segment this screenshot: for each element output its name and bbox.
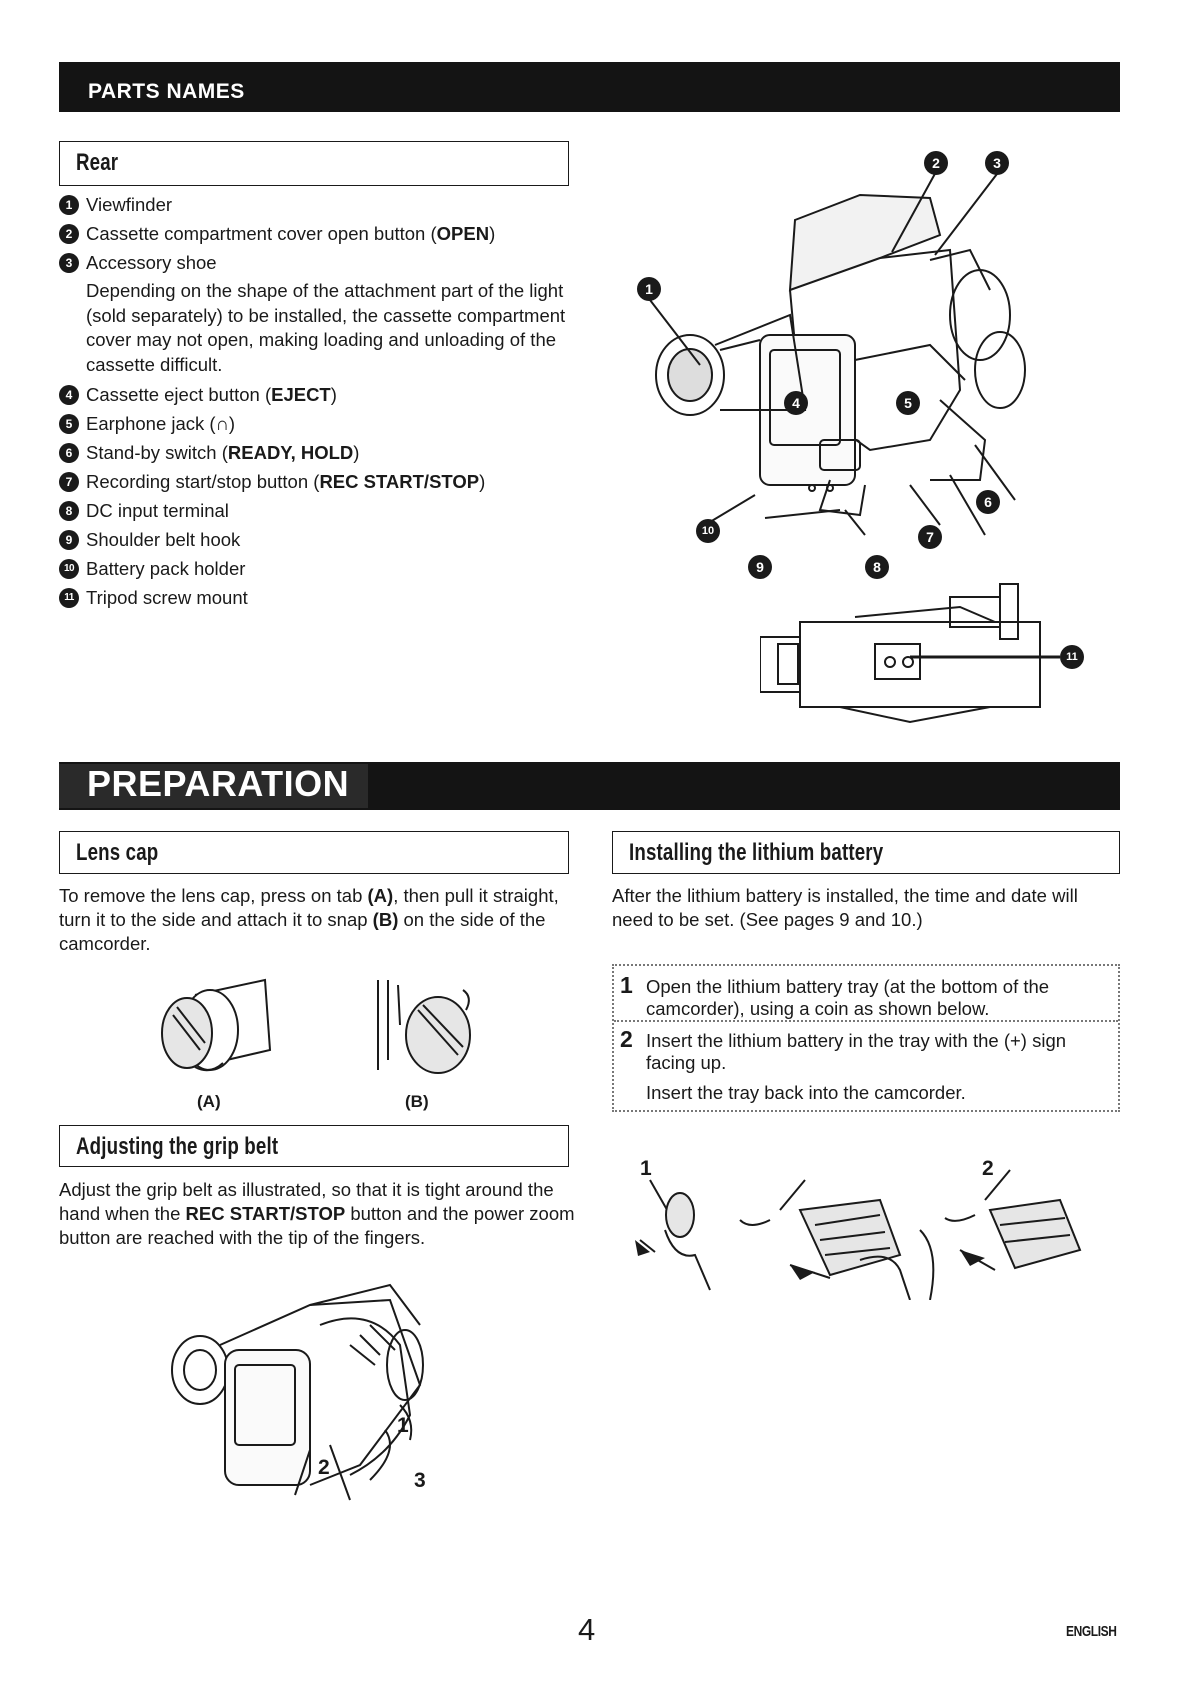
language-label: ENGLISH [1066, 1623, 1117, 1640]
callout-number: 1 [59, 195, 79, 215]
lithium-steps-box: 1 Open the lithium battery tray (at the … [612, 964, 1120, 1112]
caption-a: (A) [197, 1092, 221, 1111]
accessory-shoe-note: Depending on the shape of the attachment… [86, 280, 566, 375]
grip-step-1-label: 1 [397, 1414, 409, 1437]
callout-number: 4 [59, 385, 79, 405]
parts-names-banner: PARTS NAMES [59, 62, 1120, 112]
callout-number: 9 [59, 530, 79, 550]
preparation-heading: PREPARATION [59, 764, 368, 808]
step-divider [614, 1020, 1118, 1022]
callout-6: 6 [976, 490, 1000, 514]
callout-10: 10 [696, 519, 720, 543]
callout-9: 9 [748, 555, 772, 579]
lithium-title-text: Installing the lithium battery [629, 839, 884, 866]
callout-1: 1 [637, 277, 661, 301]
grip-belt-section-title: Adjusting the grip belt [59, 1125, 569, 1167]
callout-number: 11 [59, 588, 79, 608]
grip-step-2-label: 2 [318, 1456, 330, 1479]
lithium-battery-illustration [635, 1169, 1082, 1300]
callout-8: 8 [865, 555, 889, 579]
caption-b: (B) [405, 1092, 429, 1111]
step-number: 2 [620, 1026, 633, 1052]
camcorder-rear-illustration [639, 169, 1026, 536]
callout-number: 2 [59, 224, 79, 244]
rear-section-title: Rear [59, 141, 569, 186]
callout-7: 7 [918, 525, 942, 549]
callout-number: 8 [59, 501, 79, 521]
rear-title-text: Rear [76, 149, 119, 176]
lens-cap-illustration-a [161, 978, 272, 1072]
grip-belt-illustration [171, 1283, 424, 1501]
lens-cap-title-text: Lens cap [76, 839, 159, 866]
callout-number: 10 [59, 559, 79, 579]
lithium-intro: After the lithium battery is installed, … [612, 885, 1078, 930]
preparation-banner: PREPARATION [59, 762, 1120, 810]
grip-step-3-label: 3 [414, 1469, 426, 1492]
callout-number: 7 [59, 472, 79, 492]
callout-number: 6 [59, 443, 79, 463]
lithium-fig-label-2: 2 [982, 1157, 994, 1180]
lithium-section-title: Installing the lithium battery [612, 831, 1120, 874]
parts-names-heading: PARTS NAMES [88, 80, 245, 103]
camcorder-bottom-illustration [760, 583, 1060, 724]
lens-cap-illustration-b [377, 980, 471, 1074]
callout-3: 3 [985, 151, 1009, 175]
grip-belt-paragraph: Adjust the grip belt as illustrated, so … [59, 1179, 575, 1248]
lithium-fig-label-1: 1 [640, 1157, 652, 1180]
callout-5: 5 [896, 391, 920, 415]
callout-4: 4 [784, 391, 808, 415]
step-number: 1 [620, 972, 633, 998]
callout-2: 2 [924, 151, 948, 175]
callout-number: 5 [59, 414, 79, 434]
callout-number: 3 [59, 253, 79, 273]
callout-11: 11 [1060, 645, 1084, 669]
lens-cap-paragraph: To remove the lens cap, press on tab (A)… [59, 885, 559, 954]
grip-belt-title-text: Adjusting the grip belt [76, 1133, 279, 1160]
lens-cap-section-title: Lens cap [59, 831, 569, 874]
page-number: 4 [578, 1612, 596, 1647]
